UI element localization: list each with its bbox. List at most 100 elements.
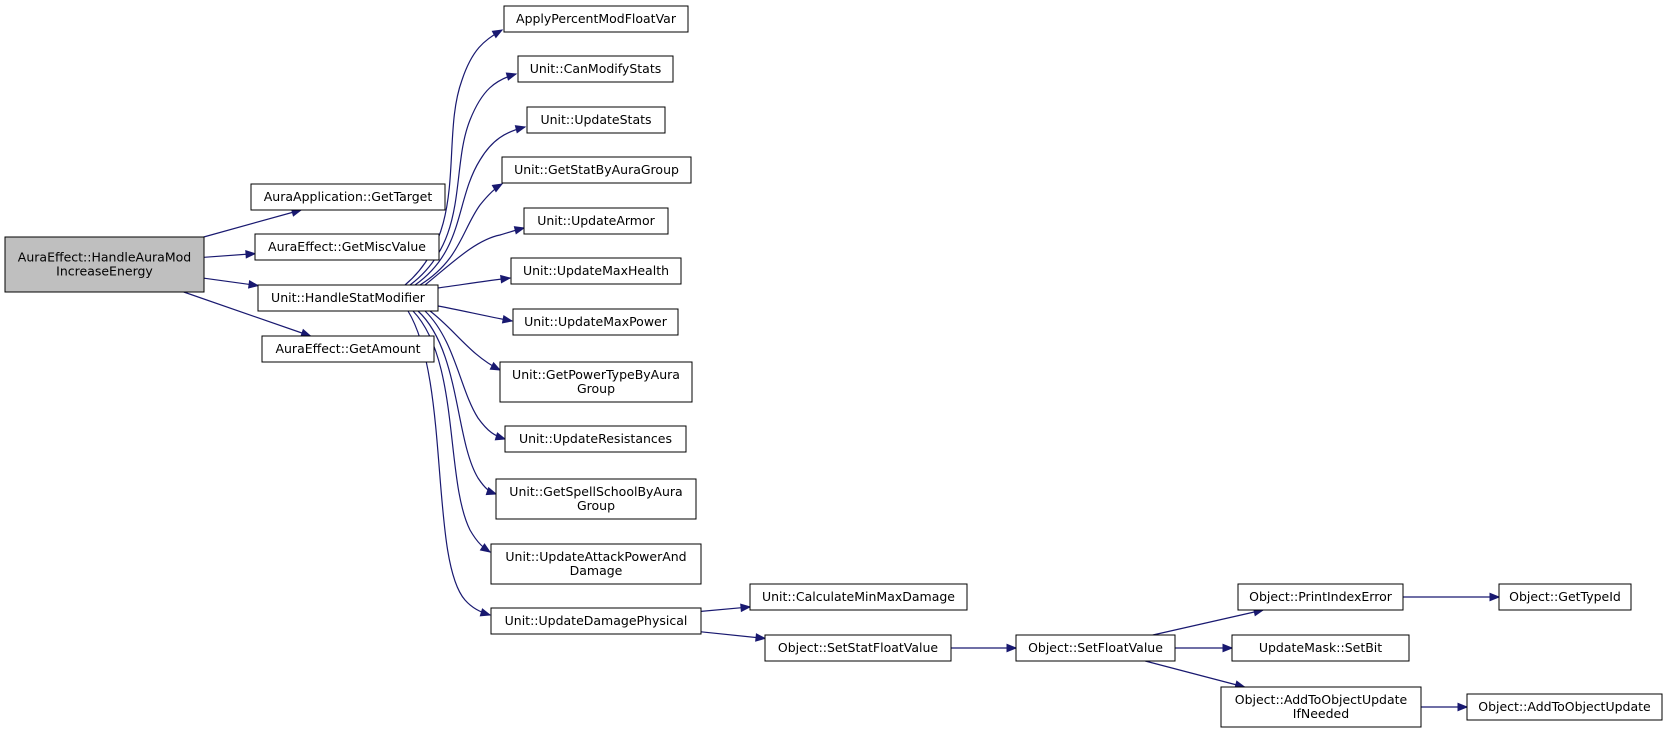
- node-updateDamagePhysical[interactable]: Unit::UpdateDamagePhysical: [490, 607, 702, 635]
- node-handleStatModifier[interactable]: Unit::HandleStatModifier: [257, 284, 439, 312]
- arrowhead: [247, 280, 260, 289]
- node-label: AuraEffect::GetAmount: [275, 341, 420, 356]
- edge-root-to-getAmount: [183, 291, 312, 337]
- node-box: [261, 335, 435, 363]
- arrowhead: [479, 543, 492, 553]
- node-box: [764, 634, 952, 662]
- node-label: Unit::CanModifyStats: [530, 61, 662, 76]
- node-getMiscValue[interactable]: AuraEffect::GetMiscValue: [254, 233, 440, 261]
- edge-line: [407, 310, 491, 616]
- node-updateResistances[interactable]: Unit::UpdateResistances: [504, 425, 687, 453]
- node-label: Object::SetFloatValue: [1028, 640, 1163, 655]
- node-label: Unit::UpdateResistances: [519, 431, 672, 446]
- node-box: [1231, 634, 1410, 662]
- node-label: IncreaseEnergy: [56, 263, 153, 278]
- arrowhead: [755, 633, 767, 642]
- node-label: Group: [577, 498, 615, 513]
- arrowhead: [513, 226, 526, 235]
- node-setFloatValue[interactable]: Object::SetFloatValue: [1015, 634, 1176, 662]
- node-label: Unit::CalculateMinMaxDamage: [762, 589, 955, 604]
- node-label: IfNeeded: [1293, 706, 1349, 721]
- node-updateMaxHealth[interactable]: Unit::UpdateMaxHealth: [510, 257, 682, 285]
- node-label: Unit::UpdateAttackPowerAnd: [505, 549, 686, 564]
- node-box: [4, 236, 205, 293]
- edge-line: [429, 310, 501, 371]
- node-box: [503, 5, 689, 33]
- node-label: ApplyPercentModFloatVar: [516, 11, 677, 26]
- node-updateArmor[interactable]: Unit::UpdateArmor: [523, 207, 669, 235]
- arrowhead: [489, 361, 502, 371]
- node-label: Unit::UpdateArmor: [537, 213, 655, 228]
- arrowhead: [245, 249, 257, 259]
- node-getStatByAuraGroup[interactable]: Unit::GetStatByAuraGroup: [501, 156, 692, 184]
- node-box: [523, 207, 669, 235]
- node-label: Unit::UpdateDamagePhysical: [505, 613, 688, 628]
- node-label: Damage: [570, 563, 623, 578]
- node-updateStats[interactable]: Unit::UpdateStats: [526, 106, 666, 134]
- edge-root-to-getTarget: [203, 208, 303, 238]
- node-box: [490, 543, 702, 585]
- node-calculateMinMaxDamage[interactable]: Unit::CalculateMinMaxDamage: [749, 583, 968, 611]
- node-applyPercent[interactable]: ApplyPercentModFloatVar: [503, 5, 689, 33]
- node-canModifyStats[interactable]: Unit::CanModifyStats: [517, 55, 674, 83]
- edge-root-to-handleStatModifier: [203, 277, 260, 289]
- node-label: Unit::HandleStatModifier: [271, 290, 426, 305]
- node-updateMaxPower[interactable]: Unit::UpdateMaxPower: [512, 308, 679, 336]
- edge-setStatFloatValue-to-setFloatValue: [951, 643, 1018, 653]
- arrowhead: [479, 608, 492, 617]
- node-label: UpdateMask::SetBit: [1259, 640, 1382, 655]
- node-box: [250, 183, 446, 211]
- edge-handleStatModifier-to-updateMaxPower: [437, 305, 514, 324]
- edge-setFloatValue-to-addToObjectUpdateIfNeeded: [1145, 660, 1246, 689]
- arrowhead: [1457, 702, 1469, 712]
- node-box: [749, 583, 968, 611]
- arrowhead: [485, 486, 498, 496]
- node-label: Unit::GetSpellSchoolByAura: [509, 484, 682, 499]
- edge-line: [409, 73, 517, 286]
- arrowhead: [494, 432, 507, 441]
- node-setStatFloatValue[interactable]: Object::SetStatFloatValue: [764, 634, 952, 662]
- edge-line: [700, 631, 766, 640]
- node-box: [1015, 634, 1176, 662]
- node-box: [495, 478, 697, 520]
- node-box: [1498, 583, 1632, 611]
- node-box: [257, 284, 439, 312]
- edge-handleStatModifier-to-updateDamagePhysical: [407, 310, 492, 617]
- arrowhead: [491, 183, 504, 193]
- node-box: [526, 106, 666, 134]
- node-getTarget[interactable]: AuraApplication::GetTarget: [250, 183, 446, 211]
- edge-line: [437, 305, 513, 322]
- edge-line: [412, 310, 491, 553]
- node-setBit[interactable]: UpdateMask::SetBit: [1231, 634, 1410, 662]
- edge-line: [203, 209, 302, 238]
- node-getAmount[interactable]: AuraEffect::GetAmount: [261, 335, 435, 363]
- edge-line: [424, 310, 506, 440]
- edge-handleStatModifier-to-canModifyStats: [409, 72, 518, 286]
- edge-line: [437, 277, 511, 289]
- node-getTypeId[interactable]: Object::GetTypeId: [1498, 583, 1632, 611]
- arrowhead: [1222, 643, 1234, 653]
- arrowhead: [1489, 592, 1501, 602]
- node-label: Unit::UpdateStats: [540, 112, 651, 127]
- edge-setFloatValue-to-setBit: [1175, 643, 1234, 653]
- edge-handleStatModifier-to-updateResistances: [424, 310, 507, 441]
- edge-setFloatValue-to-printIndexError: [1152, 607, 1265, 636]
- arrowhead: [740, 603, 752, 613]
- node-box: [517, 55, 674, 83]
- edge-handleStatModifier-to-getStatByAuraGroup: [419, 183, 504, 286]
- node-label: Object::PrintIndexError: [1249, 589, 1393, 604]
- edge-printIndexError-to-getTypeId: [1403, 592, 1501, 602]
- edge-line: [424, 227, 525, 286]
- node-addToObjectUpdate[interactable]: Object::AddToObjectUpdate: [1466, 693, 1663, 721]
- node-label: AuraApplication::GetTarget: [264, 189, 433, 204]
- node-label: AuraEffect::GetMiscValue: [268, 239, 426, 254]
- edge-updateDamagePhysical-to-calculateMinMaxDamage: [700, 603, 752, 613]
- edge-line: [1152, 609, 1264, 636]
- edge-root-to-getMiscValue: [203, 249, 257, 259]
- node-printIndexError[interactable]: Object::PrintIndexError: [1237, 583, 1404, 611]
